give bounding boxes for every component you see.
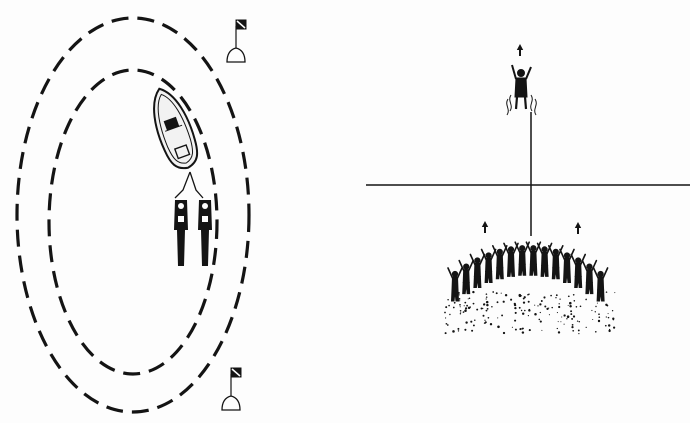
up-arrow-icon: [517, 44, 523, 56]
diver-icon: [571, 255, 585, 288]
descent-lines: [175, 172, 203, 198]
diver-icon: [515, 242, 529, 275]
outer-dashed-course: [17, 18, 249, 412]
diver-icon: [198, 200, 212, 266]
diver-icon: [470, 255, 484, 288]
dive-flag-buoy-icon: [227, 20, 246, 62]
dive-flag-buoy-icon: [222, 368, 241, 410]
up-arrow-icon: [482, 221, 488, 233]
boat-icon: [144, 83, 204, 173]
up-arrow-icon: [575, 222, 581, 234]
bubble-dots: [444, 291, 615, 334]
right-panel: [366, 44, 690, 334]
diver-icon: [448, 268, 462, 301]
left-panel: [17, 18, 249, 412]
diver-icon: [493, 246, 507, 279]
diver-icon: [482, 250, 496, 283]
diver-icon: [174, 200, 188, 266]
diver-icon: [459, 261, 473, 294]
surfacing-diver-icon: [507, 65, 537, 115]
inner-dashed-course: [49, 70, 217, 374]
diver-icon: [504, 243, 518, 276]
diver-icon: [526, 242, 540, 275]
diver-icon: [594, 268, 608, 301]
diver-icon: [582, 261, 596, 294]
diver-group: [448, 242, 608, 301]
